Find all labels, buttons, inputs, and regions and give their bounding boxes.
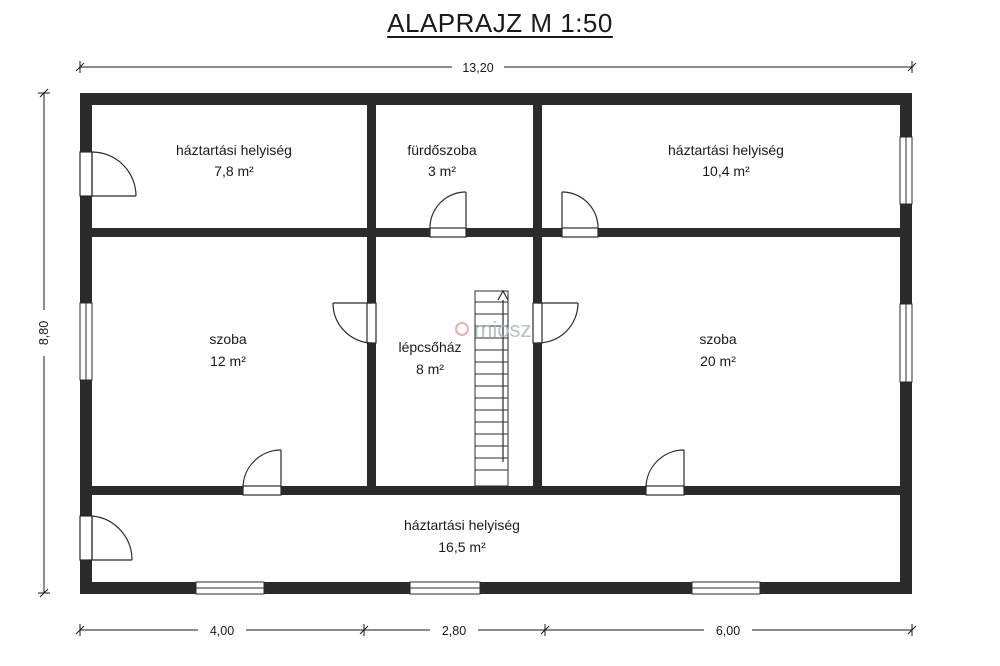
dimension-total-height: 8,80 [37,321,51,345]
windows [79,136,913,595]
watermark-text: miosz [474,317,531,342]
watermark-logo-icon [455,322,469,336]
room-area: 7,8 m² [214,163,254,179]
room-name: háztartási helyiség [668,142,784,158]
plan-title: ALAPRAJZ M 1:50 [387,8,613,38]
dimension-bottom-2: 2,80 [442,624,466,638]
room-area: 16,5 m² [438,539,486,555]
room-name: szoba [699,331,737,347]
room-name: háztartási helyiség [176,142,292,158]
room-area: 3 m² [428,163,456,179]
room-area: 12 m² [210,353,246,369]
room-area: 8 m² [416,361,444,377]
room-name: lépcsőház [398,339,461,355]
room-area: 20 m² [700,353,736,369]
room-name: fürdőszoba [407,142,476,158]
room-area: 10,4 m² [702,163,750,179]
doors [79,151,685,561]
watermark: miosz [455,317,531,342]
dimension-total-width: 13,20 [462,61,493,75]
room-name: szoba [209,331,247,347]
room-name: háztartási helyiség [404,517,520,533]
room-labels: háztartási helyiség 7,8 m² fürdőszoba 3 … [176,142,784,555]
dimension-bottom-3: 6,00 [716,624,740,638]
dimension-bottom-1: 4,00 [210,624,234,638]
staircase [474,289,509,487]
